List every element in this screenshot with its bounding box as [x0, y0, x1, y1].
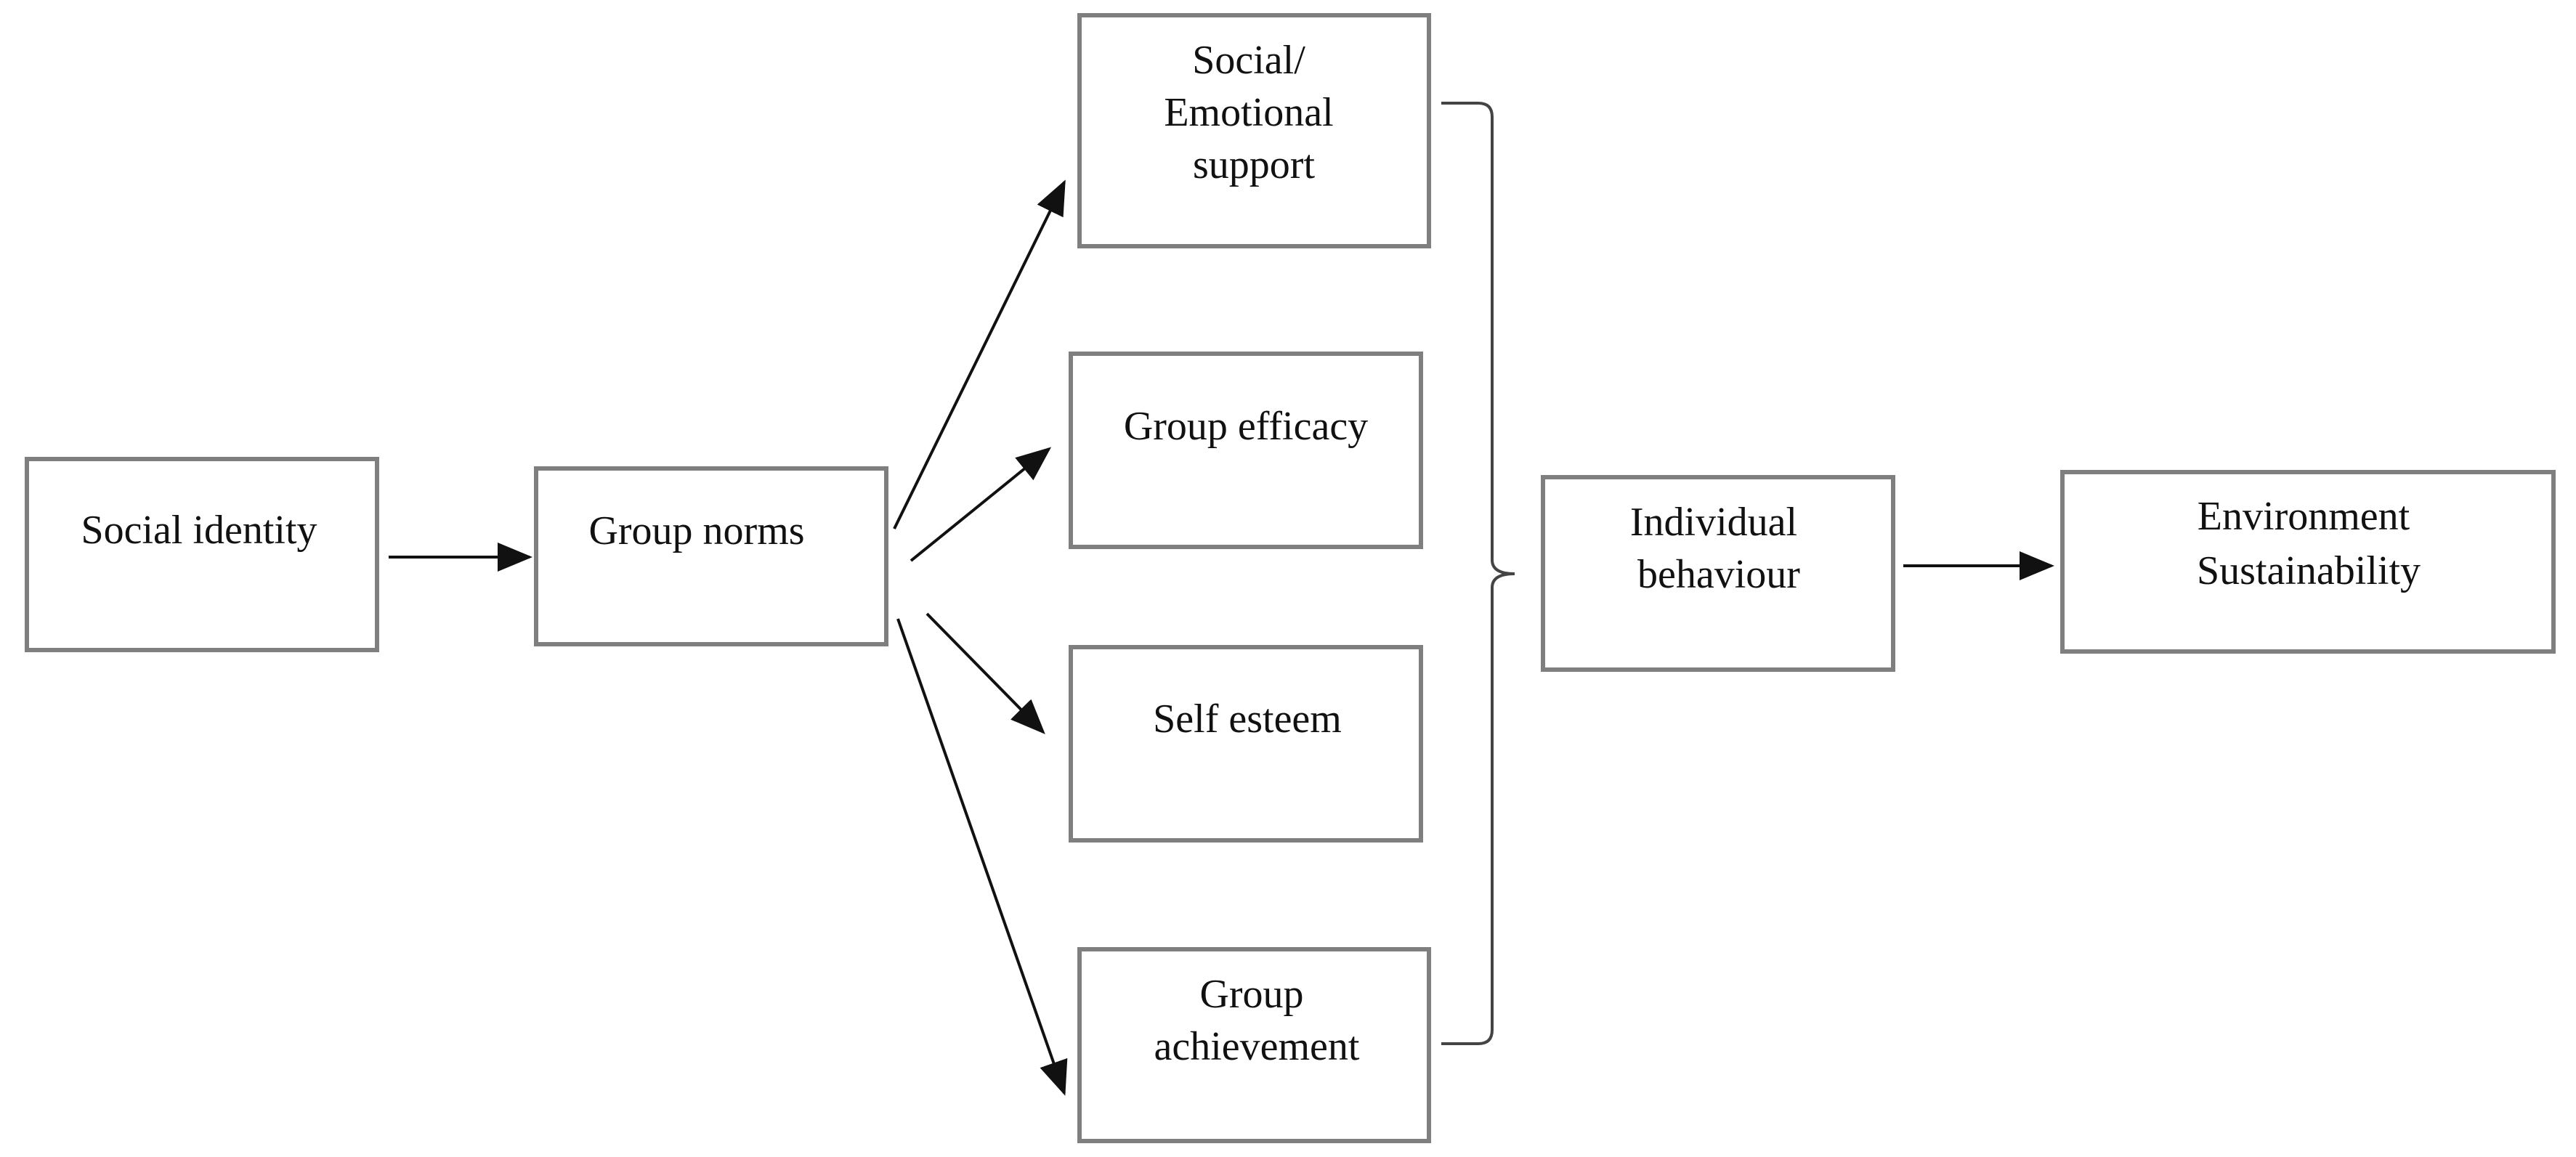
node-label: Individual behaviour [1630, 500, 1807, 597]
edge-group-norms-to-self-esteem [926, 612, 1045, 734]
edge-group-norms-to-group-achievement [896, 618, 1068, 1096]
grouping-brace [1441, 102, 1515, 1045]
node-label: Social/ Emotional support [1164, 38, 1343, 187]
node-label: Environment Sustainability [2197, 494, 2421, 593]
node-self-esteem: Self esteem [1069, 645, 1423, 843]
connectors [389, 102, 2054, 1096]
node-label: Social identity [81, 508, 317, 553]
edge-group-norms-to-group-efficacy [910, 447, 1052, 562]
node-label: Self esteem [1153, 697, 1342, 742]
edge-group-norms-to-social-emotional-support [893, 179, 1066, 529]
node-group-achievement: Group achievement [1077, 947, 1431, 1143]
node-individual-behaviour: Individual behaviour [1541, 475, 1895, 672]
node-label: Group achievement [1154, 972, 1360, 1069]
node-label: Group norms [588, 508, 804, 553]
node-social-identity: Social identity [25, 457, 379, 652]
node-label: Group efficacy [1124, 404, 1368, 449]
node-environment-sustainability: Environment Sustainability [2060, 470, 2556, 654]
node-group-efficacy: Group efficacy [1069, 352, 1423, 549]
node-group-norms: Group norms [534, 466, 888, 646]
node-social-emotional-support: Social/ Emotional support [1077, 13, 1431, 248]
